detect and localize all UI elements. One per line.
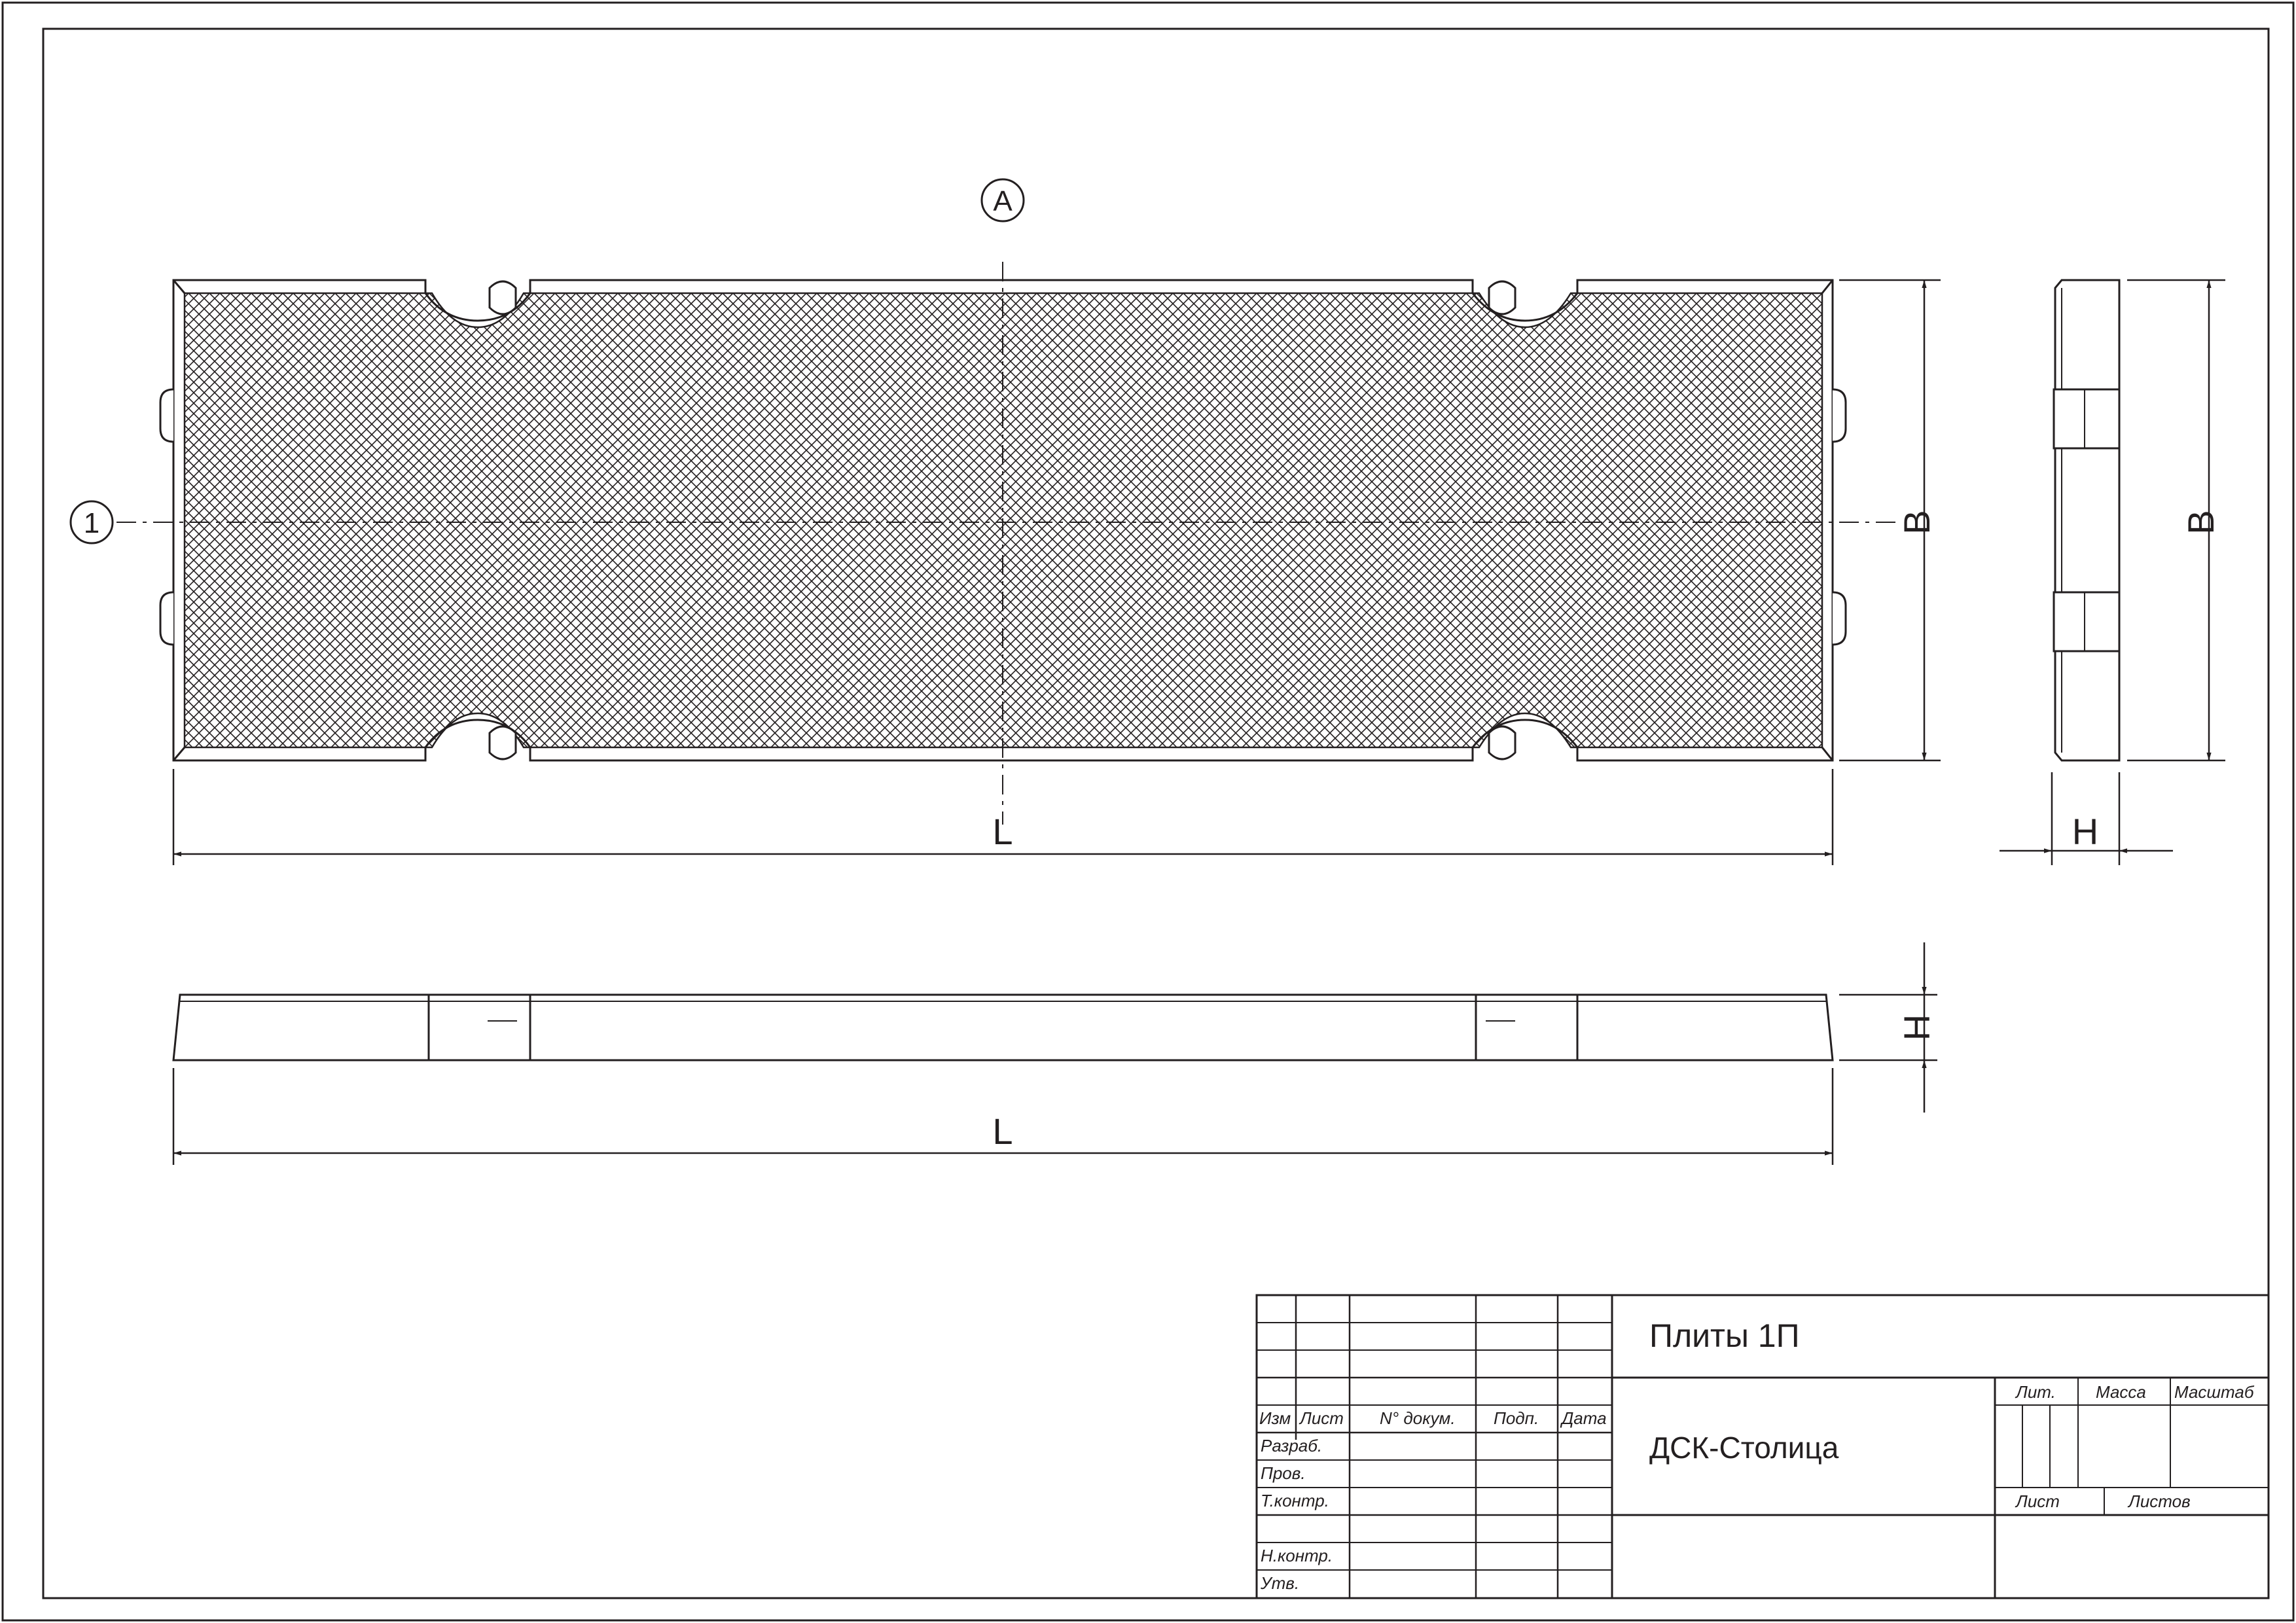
dim-label-side-height: H bbox=[1896, 1014, 1937, 1041]
side-view-dimensions bbox=[172, 942, 1937, 1165]
header-list: Лист bbox=[1299, 1408, 1344, 1428]
lug-top-right bbox=[1488, 280, 1516, 315]
dim-label-end-width: B bbox=[2180, 510, 2221, 534]
role-tech-control: Т.контр. bbox=[1261, 1491, 1329, 1510]
title-block-right-labels: Лит. Масса Масштаб Лист Листов bbox=[2015, 1382, 2255, 1511]
end-view-dimensions bbox=[2000, 279, 2225, 865]
side-view-lug-left bbox=[427, 993, 531, 1061]
label-sheets: Листов bbox=[2127, 1491, 2191, 1511]
drawing-title: Плиты 1П bbox=[1649, 1317, 1800, 1354]
end-view-lug-lower bbox=[2053, 591, 2121, 652]
end-view-lug-upper bbox=[2053, 388, 2121, 450]
lug-left-upper bbox=[159, 388, 174, 443]
header-date: Дата bbox=[1560, 1408, 1607, 1428]
label-mass: Масса bbox=[2096, 1382, 2146, 1402]
axis-callout-a-text: A bbox=[993, 185, 1013, 217]
role-approved: Утв. bbox=[1260, 1573, 1299, 1593]
axis-lines bbox=[117, 262, 1898, 825]
header-doc-no: N° докум. bbox=[1380, 1408, 1456, 1428]
organization-name: ДСК-Столица bbox=[1649, 1431, 1839, 1465]
role-checked: Пров. bbox=[1261, 1463, 1306, 1483]
side-view bbox=[172, 993, 1834, 1061]
frame-border bbox=[42, 27, 2270, 1599]
end-view bbox=[2053, 279, 2121, 762]
lug-right-lower bbox=[1832, 591, 1847, 646]
lug-right-upper bbox=[1832, 388, 1847, 443]
label-lit: Лит. bbox=[2015, 1382, 2056, 1402]
dim-label-end-height: H bbox=[2072, 811, 2098, 852]
label-scale: Масштаб bbox=[2174, 1382, 2255, 1402]
dim-label-plan-length: L bbox=[992, 811, 1013, 852]
plan-dimensions bbox=[172, 279, 1941, 865]
axis-callout-a: A bbox=[980, 178, 1025, 223]
lug-top-left bbox=[488, 280, 517, 315]
axis-callout-1-text: 1 bbox=[84, 507, 99, 539]
lug-bottom-left bbox=[488, 725, 517, 760]
role-developed: Разраб. bbox=[1261, 1436, 1322, 1455]
header-izm: Изм bbox=[1259, 1408, 1291, 1428]
lug-left-lower bbox=[159, 591, 174, 646]
lug-bottom-right bbox=[1488, 725, 1516, 760]
dim-label-side-length: L bbox=[992, 1111, 1013, 1152]
end-view-outline bbox=[2054, 279, 2121, 762]
title-block bbox=[1255, 1294, 2270, 1599]
title-block-roles: Разраб. Пров. Т.контр. Н.контр. Утв. bbox=[1260, 1436, 1333, 1593]
axis-callout-1: 1 bbox=[69, 500, 114, 544]
label-sheet: Лист bbox=[2015, 1491, 2060, 1511]
dim-label-plan-width: B bbox=[1896, 510, 1937, 534]
side-view-outline bbox=[172, 993, 1834, 1061]
role-norm-control: Н.контр. bbox=[1261, 1546, 1333, 1565]
title-block-headers: Изм Лист N° докум. Подп. Дата bbox=[1259, 1408, 1607, 1428]
header-sign: Подп. bbox=[1494, 1408, 1539, 1428]
side-view-lug-right bbox=[1475, 993, 1579, 1061]
